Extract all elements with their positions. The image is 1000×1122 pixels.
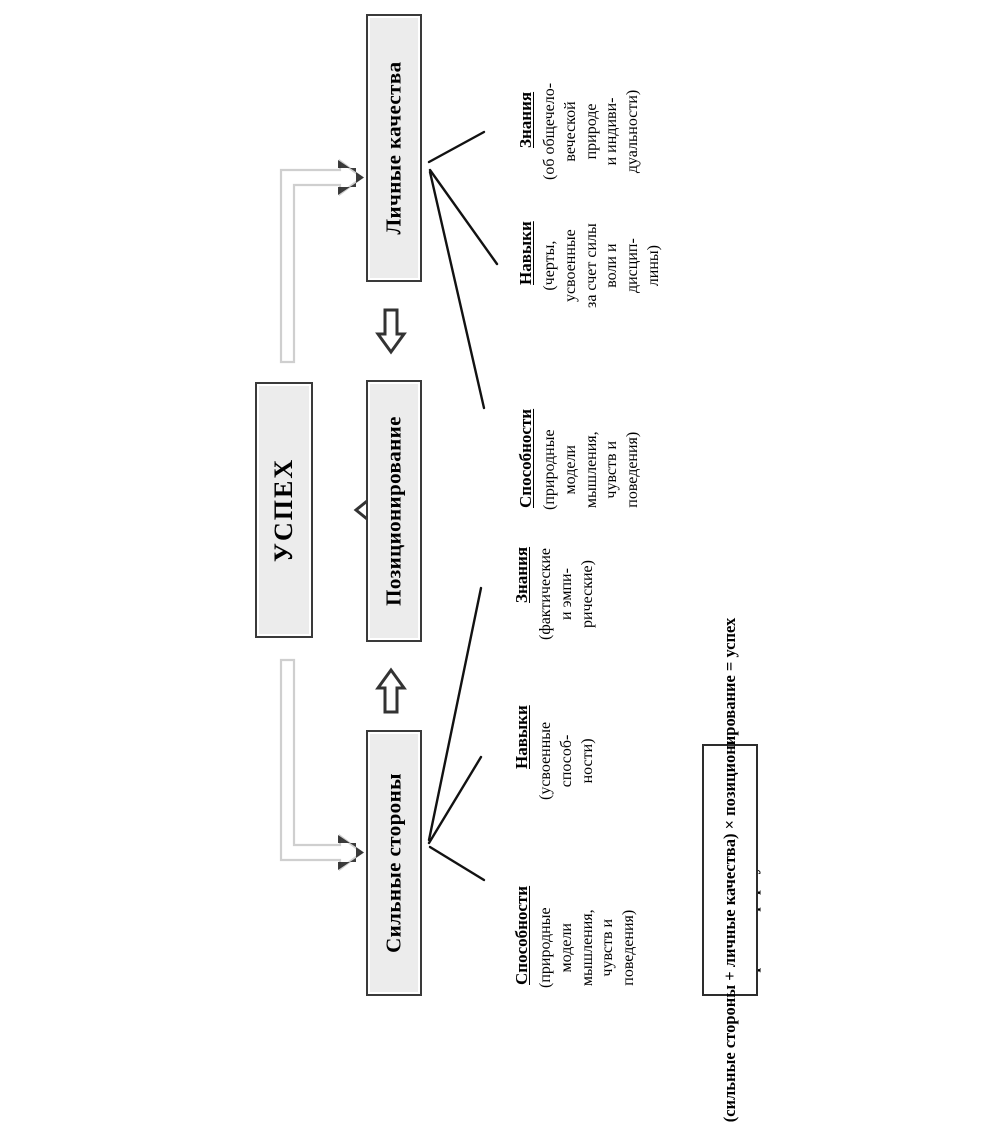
- desc-line: (черты,: [541, 240, 558, 291]
- box-personal-qualities[interactable]: Личные качества: [366, 14, 422, 282]
- connector-overlay: [279, 130, 499, 882]
- box-strengths[interactable]: Сильные стороны: [366, 730, 422, 996]
- box-success[interactable]: УСПЕХ: [255, 382, 313, 638]
- desc-line: модели: [561, 445, 579, 495]
- desc-line: мышления,: [578, 909, 596, 987]
- subitem-personal-knowledge-title: Знания: [516, 91, 535, 148]
- fan-lines-strengths: [427, 586, 486, 882]
- fan-lines-personal: [427, 130, 499, 410]
- desc-line: рические): [578, 560, 596, 628]
- box-positioning[interactable]: Позиционирование: [366, 380, 422, 642]
- desc-line: усвоенные: [561, 229, 579, 303]
- desc-line: (природные: [541, 429, 558, 510]
- desc-line: (фактические: [537, 548, 554, 640]
- formula-box[interactable]: (сильные стороны + личные качества) × по…: [702, 618, 758, 1122]
- desc-line: чувств и: [603, 440, 621, 499]
- subitem-personal-skills-title: Навыки: [516, 221, 535, 285]
- desc-line: веческой: [561, 101, 579, 162]
- desc-line: (об общечело-: [541, 82, 558, 180]
- subitem-strengths-abilities-title: Способности: [512, 885, 531, 985]
- desc-line: ности): [578, 738, 596, 784]
- subitem-strengths-skills-title: Навыки: [512, 705, 531, 769]
- desc-line: лины): [644, 245, 662, 287]
- subitem-strengths-knowledge-title: Знания: [512, 546, 531, 603]
- desc-line: воли и: [603, 243, 621, 288]
- desc-line: модели: [557, 923, 575, 973]
- box-personal-qualities-label: Личные качества: [381, 61, 406, 235]
- gray-arrow-to-personal: [279, 158, 364, 364]
- desc-line: дисцип-: [624, 238, 642, 294]
- desc-line: поведения): [624, 431, 642, 508]
- desc-line: мышления,: [582, 431, 600, 509]
- gray-arrow-to-strengths: [279, 658, 364, 872]
- box-positioning-label: Позиционирование: [381, 416, 406, 606]
- box-success-label: УСПЕХ: [269, 457, 298, 563]
- subitem-personal-abilities-title: Способности: [516, 408, 535, 508]
- arrow-strengths-to-success: [375, 667, 407, 714]
- desc-line: чувств и: [599, 918, 617, 977]
- arrow-positioning-to-personal: [375, 308, 407, 355]
- box-strengths-label: Сильные стороны: [381, 773, 406, 953]
- desc-line: способ-: [557, 734, 575, 788]
- desc-line: и эмпи-: [557, 568, 575, 620]
- formula-expression: (сильные стороны + личные качества) × по…: [720, 617, 739, 1122]
- desc-line: (природные: [537, 907, 554, 988]
- desc-line: поведения): [620, 909, 638, 986]
- diagram-canvas: Личные качества Позиционирование УСПЕХ С…: [255, 14, 761, 1122]
- desc-line: природе: [582, 103, 600, 160]
- desc-line: за счет силы: [582, 223, 600, 308]
- desc-line: дуальности): [624, 89, 642, 174]
- desc-line: и индиви-: [603, 97, 621, 166]
- desc-line: (усвоенные: [537, 721, 554, 800]
